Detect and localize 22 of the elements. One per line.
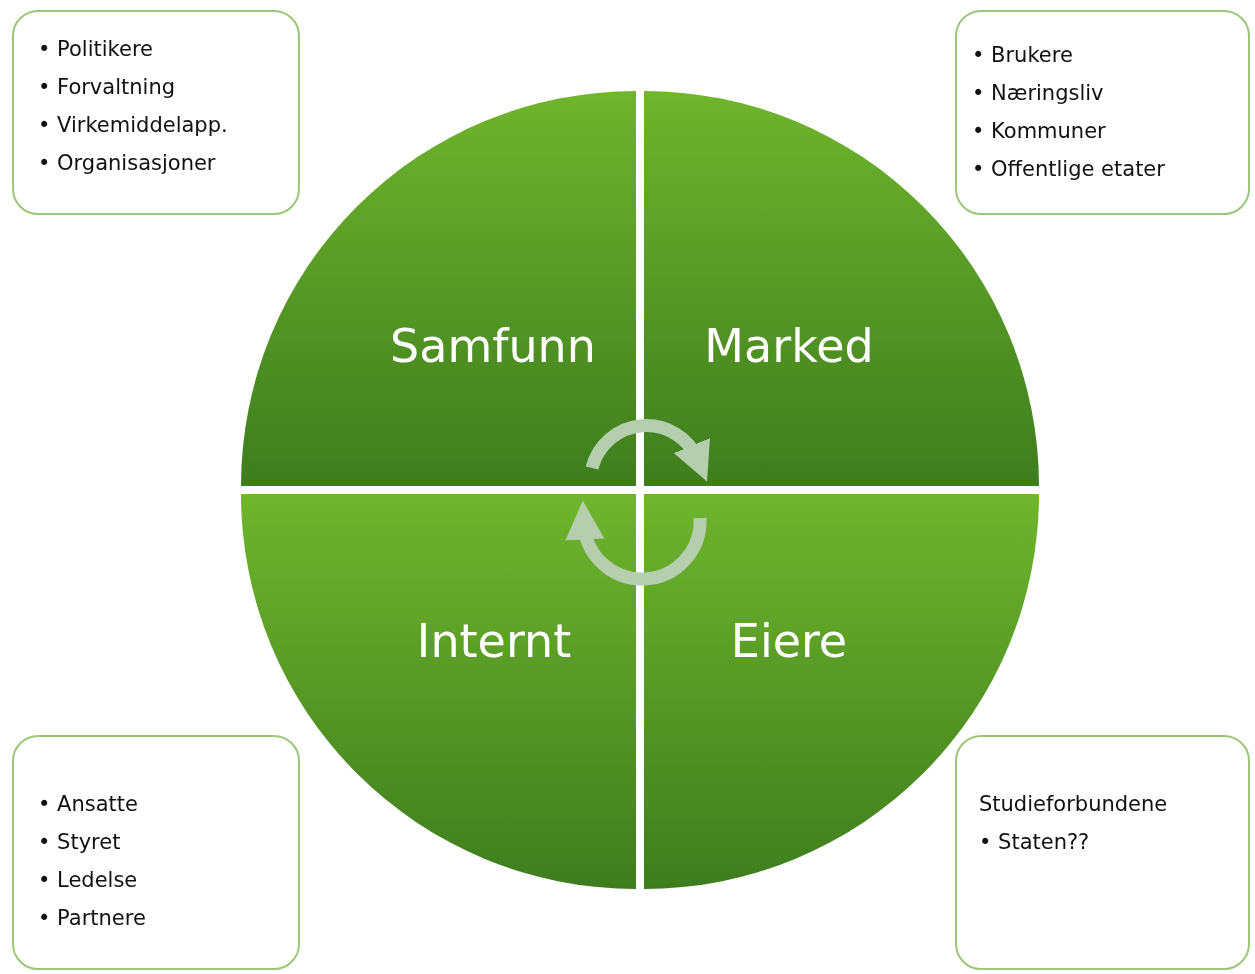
bullet-item: • Staten?? xyxy=(979,829,1091,856)
bullet-item: • Partnere xyxy=(38,905,146,932)
bullet-item: • Offentlige etater xyxy=(972,156,1165,183)
bullet-item: • Ledelse xyxy=(38,867,139,894)
bullet-item: • Politikere xyxy=(38,36,154,63)
list-card xyxy=(12,10,300,215)
bullet-item: • Næringsliv xyxy=(972,80,1105,107)
bullet-item: • Kommuner xyxy=(972,118,1107,145)
list-card xyxy=(12,735,300,970)
bullet-item: • Virkemiddelapp. xyxy=(38,112,228,139)
bullet-item: • Organisasjoner xyxy=(38,150,217,177)
bullet-item: • Ansatte xyxy=(38,791,139,818)
bullet-item: • Forvaltning xyxy=(38,74,177,101)
list-card xyxy=(955,10,1250,215)
quadrant-label: Internt xyxy=(416,614,572,668)
bullet-item: Studieforbundene xyxy=(979,791,1168,818)
quadrant-label: Eiere xyxy=(730,614,848,668)
bullet-item: • Styret xyxy=(38,829,122,856)
quadrant-label: Marked xyxy=(704,319,874,373)
list-card xyxy=(955,735,1250,970)
quadrant-label: Samfunn xyxy=(390,319,596,373)
bullet-item: • Brukere xyxy=(972,42,1074,69)
